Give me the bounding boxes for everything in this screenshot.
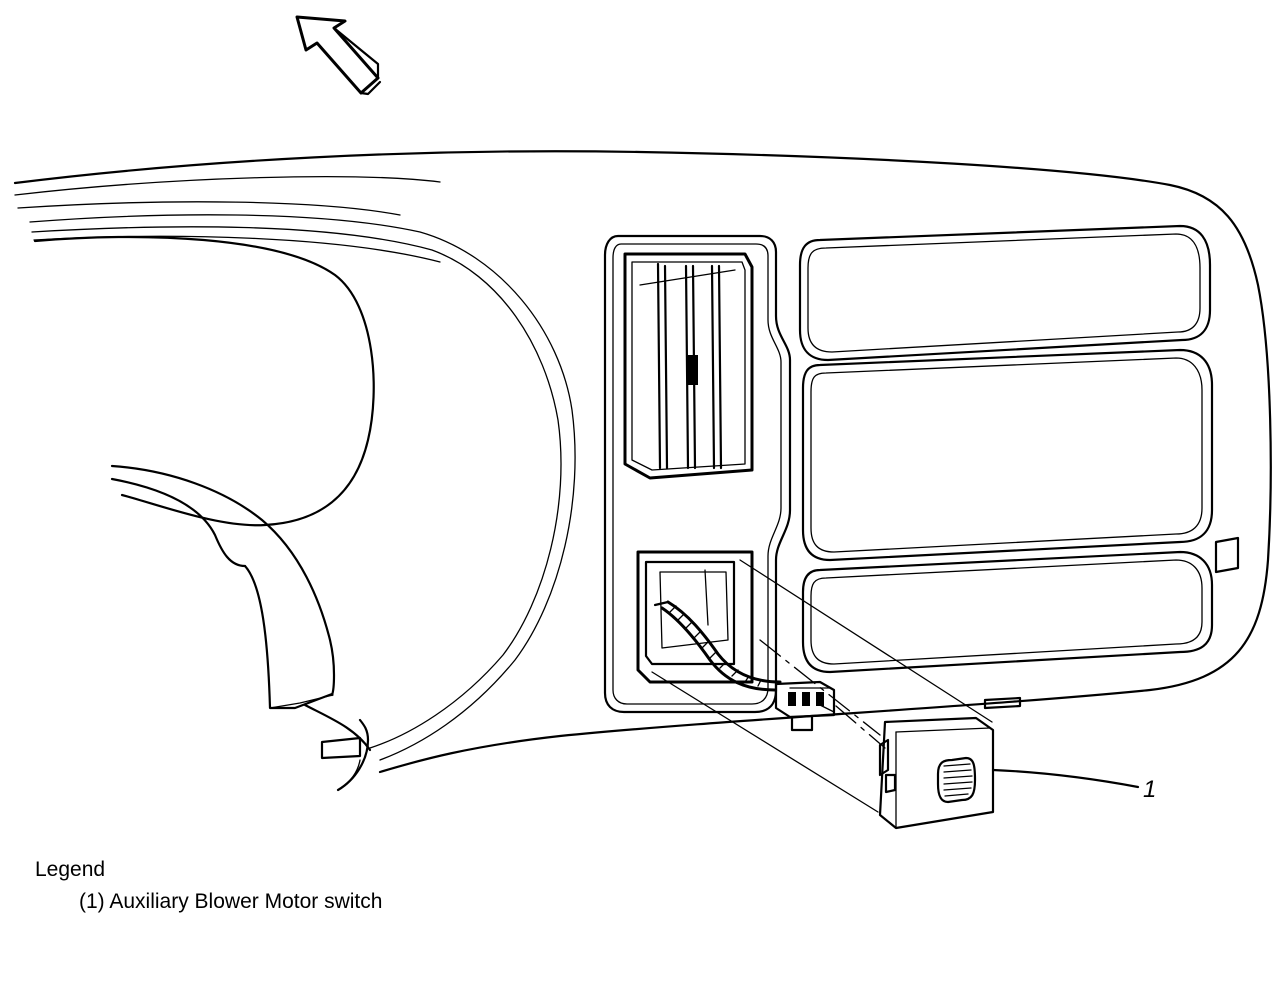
auxiliary-blower-motor-switch [651, 559, 1140, 830]
legend-item-number: (1) [79, 890, 105, 913]
legend-item-text: Auxiliary Blower Motor switch [109, 890, 383, 913]
front-direction-arrow-icon [295, 15, 382, 96]
control-pockets [798, 224, 1240, 710]
callout-number-1: 1 [1143, 776, 1156, 803]
legend: Legend (1) Auxiliary Blower Motor switch [35, 854, 382, 918]
center-bezel [603, 234, 792, 714]
instrument-panel-outline [13, 150, 1272, 792]
legend-title: Legend [35, 858, 106, 881]
legend-item: (1) Auxiliary Blower Motor switch [35, 886, 382, 918]
